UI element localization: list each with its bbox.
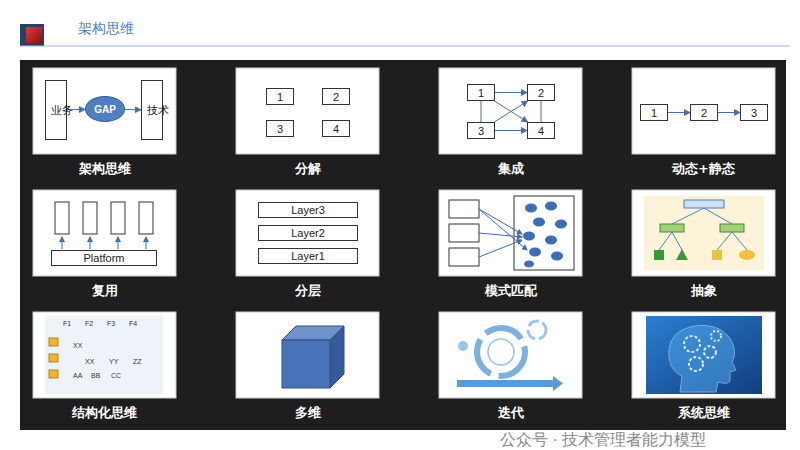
box-label: Layer3 — [291, 204, 325, 216]
tile-caption: 分解 — [236, 160, 379, 178]
box-label: 2 — [538, 87, 544, 99]
process-box: 2 — [322, 88, 350, 105]
concept-tile: 迭代 — [439, 312, 582, 398]
table-cell: CC — [111, 372, 121, 379]
connector — [125, 109, 141, 110]
process-box: Layer2 — [258, 225, 358, 241]
table-cell: F2 — [85, 320, 93, 327]
tile-caption: 多维 — [236, 404, 379, 422]
box-label: 4 — [538, 125, 544, 137]
concept-tile: 分解1234 — [236, 68, 379, 154]
process-box: 4 — [527, 122, 555, 139]
box-label: 3 — [751, 107, 757, 119]
process-box: 4 — [322, 120, 350, 137]
concept-tile: 动态+静态123 — [632, 68, 775, 154]
process-box: 1 — [467, 84, 495, 101]
concept-tile: 抽象 — [632, 190, 775, 276]
table-cell: XX — [85, 358, 94, 365]
box-label: GAP — [94, 104, 116, 115]
table-cell: ZZ — [133, 358, 142, 365]
tile-caption: 架构思维 — [33, 160, 176, 178]
tile-caption: 复用 — [33, 282, 176, 300]
gap-ellipse: GAP — [85, 96, 125, 122]
concept-tile: 分层Layer3Layer2Layer1 — [236, 190, 379, 276]
table-cell: F3 — [107, 320, 115, 327]
tile-caption: 结构化思维 — [33, 404, 176, 422]
domain-box: 技术 — [141, 80, 163, 140]
box-label: 3 — [277, 123, 283, 135]
concept-tile: 结构化思维 — [33, 312, 176, 398]
table-cell: BB — [91, 372, 100, 379]
box-label: 1 — [277, 91, 283, 103]
tile-caption: 抽象 — [632, 282, 775, 300]
process-box: 1 — [266, 88, 294, 105]
box-label: 3 — [478, 125, 484, 137]
connector — [495, 130, 527, 131]
table-cell: YY — [109, 358, 118, 365]
tile-caption: 模式匹配 — [439, 282, 582, 300]
concept-tile: 复用Platform — [33, 190, 176, 276]
watermark: 公众号 · 技术管理者能力模型 — [500, 430, 706, 450]
tile-caption: 迭代 — [439, 404, 582, 422]
connector — [481, 101, 482, 122]
process-box: 1 — [640, 104, 668, 121]
process-box: 3 — [467, 122, 495, 139]
page-title: 架构思维 — [78, 20, 134, 38]
connector — [541, 101, 542, 122]
box-label: 4 — [333, 123, 339, 135]
box-label: 2 — [333, 91, 339, 103]
box-label: Layer1 — [291, 250, 325, 262]
concept-tile: 模式匹配 — [439, 190, 582, 276]
box-label: 1 — [651, 107, 657, 119]
tile-caption: 系统思维 — [632, 404, 775, 422]
tile-caption: 集成 — [439, 160, 582, 178]
process-box: Layer1 — [258, 248, 358, 264]
tile-caption: 分层 — [236, 282, 379, 300]
connector — [495, 92, 527, 93]
box-label: 1 — [478, 87, 484, 99]
process-box: 2 — [527, 84, 555, 101]
table-cell: F1 — [63, 320, 71, 327]
process-box: 3 — [740, 104, 768, 121]
box-label: Platform — [84, 252, 125, 264]
concept-tile: 系统思维 — [632, 312, 775, 398]
connector — [718, 112, 740, 113]
table-cell: AA — [73, 372, 82, 379]
box-label: Layer2 — [291, 227, 325, 239]
concept-tile: 多维 — [236, 312, 379, 398]
connector — [668, 112, 690, 113]
box-label: 业务 — [51, 104, 62, 116]
box-label: 2 — [701, 107, 707, 119]
connector — [494, 101, 527, 122]
process-box: Layer3 — [258, 202, 358, 218]
process-box: Platform — [51, 250, 157, 266]
process-box: 3 — [266, 120, 294, 137]
concept-tile: 集成1234 — [439, 68, 582, 154]
concept-tile: 架构思维业务GAP技术 — [33, 68, 176, 154]
process-box: 2 — [690, 104, 718, 121]
domain-box: 业务 — [45, 80, 67, 140]
tile-caption: 动态+静态 — [632, 160, 775, 178]
connector — [494, 101, 527, 122]
connector — [67, 109, 85, 110]
table-cell: XX — [73, 342, 82, 349]
table-cell: F4 — [129, 320, 137, 327]
box-label: 技术 — [147, 104, 158, 116]
